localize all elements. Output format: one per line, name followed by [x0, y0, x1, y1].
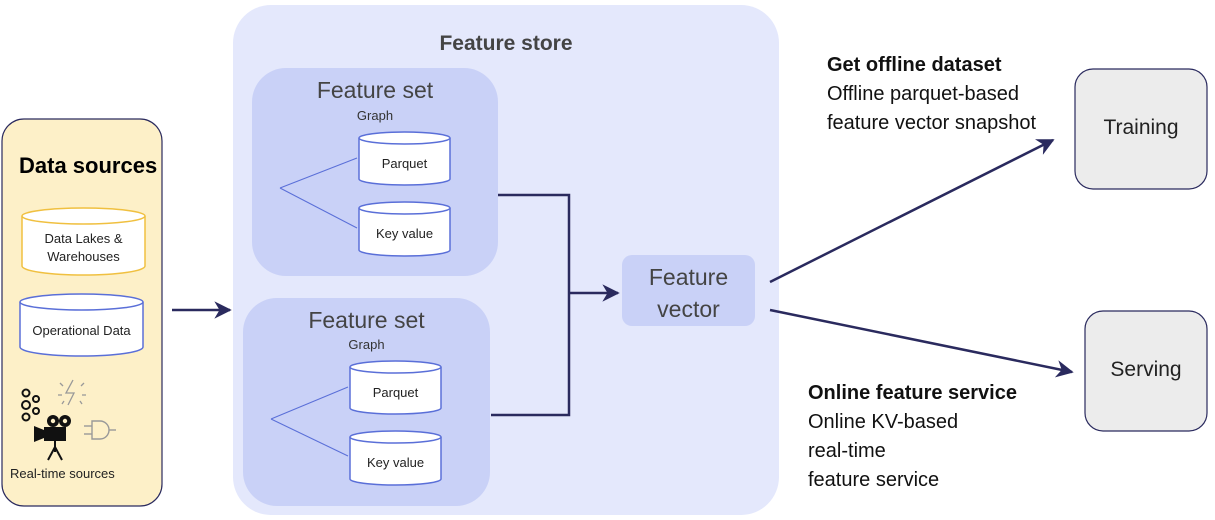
- feature-set-1-title: Feature set: [316, 77, 434, 103]
- key-value-cylinder-set-1: [358, 201, 451, 257]
- data-lakes-label-line2: Warehouses: [47, 249, 120, 264]
- data-lakes-label-line1: Data Lakes &: [44, 231, 123, 246]
- serving-box: [1084, 310, 1208, 432]
- set1-connector: [491, 193, 571, 417]
- offline-line1: Offline parquet-based: [827, 83, 1019, 105]
- feature-set-2-title: Feature set: [308, 307, 425, 333]
- online-line3: feature service: [808, 469, 940, 491]
- plug-icon: [84, 420, 116, 440]
- feature-vector-label: Feature vector: [622, 261, 755, 325]
- operational-data-label: Operational Data: [32, 323, 131, 338]
- parquet-cylinder-set-1: [358, 131, 451, 186]
- feature-vector-label-line1: Feature: [648, 264, 729, 290]
- training-label: Training: [1103, 116, 1179, 139]
- kafka-icon: [21, 388, 40, 422]
- vector-to-serving-arrow: [769, 308, 1074, 378]
- serving-label: Serving: [1110, 358, 1182, 381]
- online-line2: real-time: [808, 440, 886, 462]
- data-sources-title: Data sources: [19, 153, 158, 178]
- feature-store-title: Feature store: [439, 32, 573, 55]
- data-lakes-label: Data Lakes & Warehouses: [22, 230, 145, 266]
- operational-data-cylinder: [19, 293, 144, 357]
- feature-set-2-graph-label: Graph: [348, 337, 385, 352]
- parquet-cylinder-set-2: [349, 360, 442, 415]
- offline-line2: feature vector snapshot: [827, 112, 1037, 134]
- lightning-icon: [58, 379, 86, 406]
- graph-lines-set-2: [270, 386, 349, 457]
- feature-set-2-parquet-label: Parquet: [372, 385, 419, 400]
- graph-lines-set-1: [279, 157, 358, 229]
- vector-to-training-arrow: [769, 138, 1055, 284]
- feature-set-2-kv-label: Key value: [366, 455, 425, 470]
- offline-description: Get offline dataset Offline parquet-base…: [827, 51, 1036, 138]
- online-heading: Online feature service: [808, 382, 1017, 404]
- realtime-sources-label: Real-time sources: [10, 466, 115, 481]
- offline-heading: Get offline dataset: [827, 54, 1002, 76]
- feature-vector-box: [622, 255, 755, 326]
- video-camera-icon: [34, 415, 71, 461]
- feature-vector-label-line2: vector: [657, 296, 720, 322]
- feature-set-1-graph-label: Graph: [356, 108, 394, 123]
- online-description: Online feature service Online KV-based r…: [808, 379, 1017, 495]
- feature-set-1-parquet-label: Parquet: [381, 156, 428, 171]
- online-line1: Online KV-based: [808, 411, 959, 433]
- feature-set-1-kv-label: Key value: [375, 226, 434, 241]
- key-value-cylinder-set-2: [349, 430, 442, 486]
- training-box: [1074, 68, 1208, 190]
- data-lakes-cylinder: [21, 207, 146, 276]
